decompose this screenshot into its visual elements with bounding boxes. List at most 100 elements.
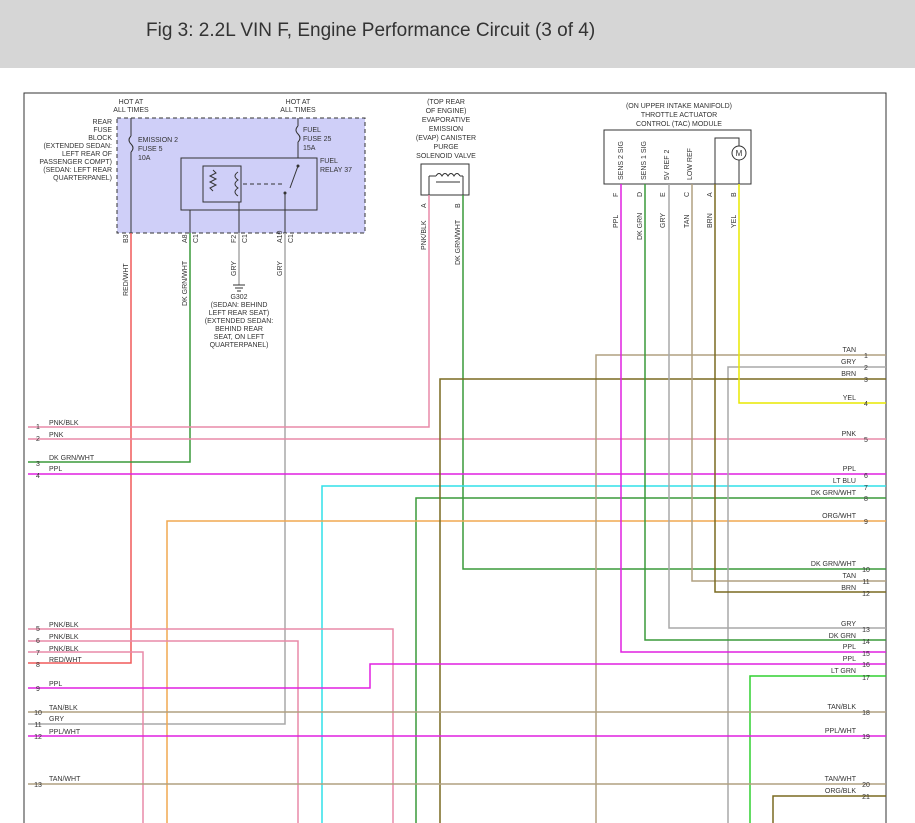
pin-a8: A8 [182, 234, 189, 243]
wire-dk-grn-wht-evap [462, 195, 886, 570]
title-bar: Fig 3: 2.2L VIN F, Engine Performance Ci… [0, 0, 915, 68]
ground-name-1: (SEDAN: BEHIND [211, 302, 268, 309]
wires [28, 184, 886, 823]
right-num-17: 17 [862, 675, 870, 682]
left-num-13: 13 [34, 782, 42, 789]
evap-name-1: OF ENGINE) [426, 108, 467, 115]
fuse25-label-0: FUEL [303, 127, 321, 134]
right-label-5: PNK [842, 431, 857, 438]
left-num-4: 4 [36, 473, 40, 480]
hot-label-line2: ALL TIMES [113, 107, 149, 114]
right-wire-labels: TAN 1 GRY 2 BRN 3 YEL 4 PNK 5 PPL 6 LT B… [811, 347, 870, 801]
evap-box [420, 163, 470, 196]
vlabel-tan: TAN [684, 215, 691, 228]
fuse5-label-2: 10A [138, 155, 151, 162]
right-num-6: 6 [864, 473, 868, 480]
vlabel-dk-grn-wht-1: DK GRN/WHT [182, 260, 189, 306]
right-label-4: YEL [843, 395, 856, 402]
right-label-16: PPL [843, 656, 856, 663]
pin-c1-c: C1 [288, 234, 295, 243]
left-num-1: 1 [36, 424, 40, 431]
left-label-9: PPL [49, 681, 62, 688]
right-label-17: LT GRN [831, 668, 856, 675]
evap-name-6: SOLENOID VALVE [416, 153, 476, 160]
left-num-8: 8 [36, 662, 40, 669]
right-label-15: PPL [843, 644, 856, 651]
relay-coil-symbol [234, 171, 239, 197]
vlabel-yel: YEL [731, 215, 738, 228]
right-num-5: 5 [864, 437, 868, 444]
hot-label2-line1: HOT AT [286, 99, 311, 106]
right-num-21: 21 [862, 794, 870, 801]
left-label-3: DK GRN/WHT [49, 455, 95, 462]
right-num-2: 2 [864, 365, 868, 372]
left-label-7: PNK/BLK [49, 646, 79, 653]
right-num-14: 14 [862, 639, 870, 646]
vlabel-dk-grn: DK GRN [637, 213, 644, 240]
right-label-6: PPL [843, 466, 856, 473]
right-num-15: 15 [862, 651, 870, 658]
pin-b3: B3 [123, 234, 130, 243]
fuse-block-name-4: LEFT REAR OF [62, 151, 112, 158]
fuse25-label-2: 15A [303, 145, 316, 152]
ground-name-4: BEHIND REAR [215, 326, 263, 333]
ground-g302: G302 (SEDAN: BEHIND LEFT REAR SEAT) (EXT… [205, 233, 274, 349]
left-num-11: 11 [34, 722, 41, 729]
right-num-1: 1 [864, 353, 868, 360]
ground-name-6: QUARTERPANEL) [210, 342, 269, 349]
ground-name-2: LEFT REAR SEAT) [209, 310, 269, 317]
vlabel-ppl: PPL [613, 215, 620, 228]
wire-tan-1 [595, 354, 886, 823]
right-label-12: BRN [841, 585, 856, 592]
wire-red-wht [28, 233, 132, 664]
right-num-9: 9 [864, 519, 868, 526]
vlabel-red-wht: RED/WHT [123, 263, 130, 296]
left-num-6: 6 [36, 638, 40, 645]
wire-pnk-blk-6 [28, 640, 299, 823]
hot-label-line1: HOT AT [119, 99, 144, 106]
left-label-5: PNK/BLK [49, 622, 79, 629]
evap-name-3: EMISSION [429, 126, 463, 133]
left-label-6: PNK/BLK [49, 634, 79, 641]
evap-coil-symbol [435, 173, 461, 177]
tac-pin-e: E [660, 192, 667, 197]
fuse-block-name-5: PASSENGER COMPT) [39, 159, 112, 166]
right-num-4: 4 [864, 401, 868, 408]
left-label-2: PNK [49, 432, 64, 439]
right-num-7: 7 [864, 485, 868, 492]
evap-name-4: (EVAP) CANISTER [416, 135, 476, 142]
left-label-12: PPL/WHT [49, 729, 81, 736]
left-num-10: 10 [34, 710, 42, 717]
wire-gry-13 [668, 184, 886, 629]
right-num-16: 16 [862, 662, 870, 669]
left-num-7: 7 [36, 650, 40, 657]
tac-motor-lead-a [714, 137, 740, 184]
relay-label-0: FUEL [320, 158, 338, 165]
ground-name-3: (EXTENDED SEDAN: [205, 318, 274, 325]
left-label-4: PPL [49, 466, 62, 473]
wire-brn-3 [439, 378, 886, 823]
evap-purge-solenoid: (TOP REAR OF ENGINE) EVAPORATIVE EMISSIO… [416, 99, 476, 208]
fuse-block-name-2: BLOCK [88, 135, 112, 142]
pin-c1-a: C1 [193, 234, 200, 243]
tac-pin-c: C [684, 192, 691, 197]
left-label-11: GRY [49, 716, 64, 723]
right-num-8: 8 [864, 496, 868, 503]
wire-gry-relay [28, 233, 286, 725]
fuel-relay-box [180, 157, 318, 211]
vlabel-gry-3: GRY [660, 213, 667, 228]
left-label-1: PNK/BLK [49, 420, 79, 427]
tac-name-0: (ON UPPER INTAKE MANIFOLD) [626, 103, 732, 110]
right-num-13: 13 [862, 627, 870, 634]
pin-a10: A10 [277, 230, 284, 243]
right-num-10: 10 [862, 567, 870, 574]
page-title: Fig 3: 2.2L VIN F, Engine Performance Ci… [146, 20, 596, 41]
tac-box [603, 129, 752, 185]
vlabel-pnk-blk: PNK/BLK [421, 220, 428, 250]
tac-label-sens1: SENS 1 SIG [641, 141, 648, 180]
wire-pnk-blk-5 [28, 628, 394, 823]
fuse-block-name-0: REAR [93, 119, 112, 126]
tac-pin-a: A [707, 192, 714, 197]
tac-pin-d: D [637, 192, 644, 197]
